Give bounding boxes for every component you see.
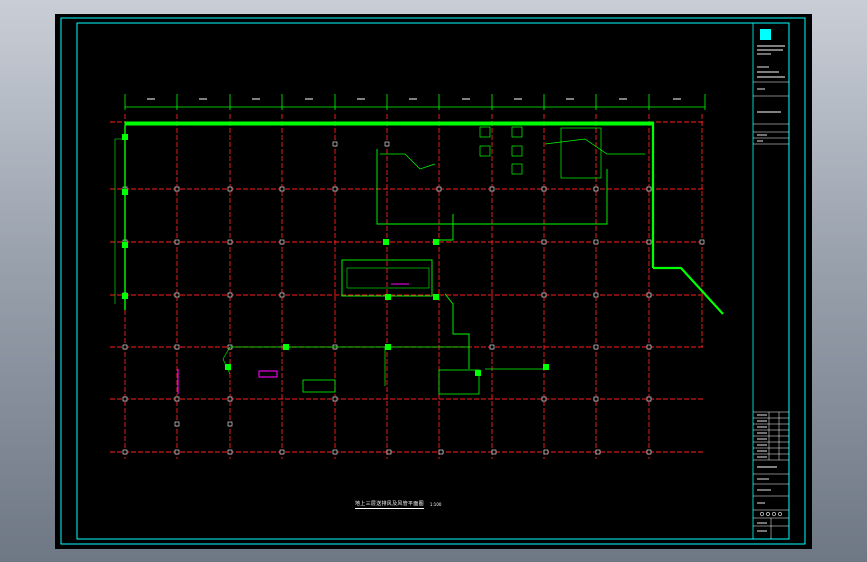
exhaust-box-2 [511,126,523,138]
duct-upper-mid [380,153,436,170]
main-duct-upper [376,149,608,225]
magenta-annotations [177,283,409,394]
fan-coil-bank [346,267,430,289]
fan-unit-a [438,369,480,395]
axis-grid [110,114,705,459]
duct-left-col [114,138,125,304]
drawing-sheet [60,17,806,545]
vent-box-1 [560,127,602,179]
main-duct-lower [444,293,470,369]
fan-unit-b [302,379,336,393]
drawing-title: 地上三层送排风及风管平面图 [355,500,424,509]
exhaust-box-5 [511,163,523,175]
outer-wall-diagonal [653,266,724,315]
title-block-lines [753,81,789,539]
diffusers [122,134,549,376]
duct-layout [114,121,724,395]
drawing-scale: 1:100 [429,501,442,507]
title-block-scribble [757,45,785,532]
top-dimension-line [124,94,706,110]
exhaust-box-1 [479,126,491,138]
inner-frame [76,22,790,540]
exhaust-box-4 [511,145,523,157]
title-block-circles [760,512,782,516]
duct-upper-right [544,138,645,155]
cad-viewport[interactable]: 地上三层送排风及风管平面图 1:100 [55,14,812,549]
exhaust-box-3 [479,145,491,157]
drawing-title-block: 地上三层送排风及风管平面图 1:100 [355,498,441,510]
outer-frame [60,17,806,545]
logo-mark [760,29,771,40]
riser-duct [439,214,454,241]
outer-wall-top [124,121,654,126]
